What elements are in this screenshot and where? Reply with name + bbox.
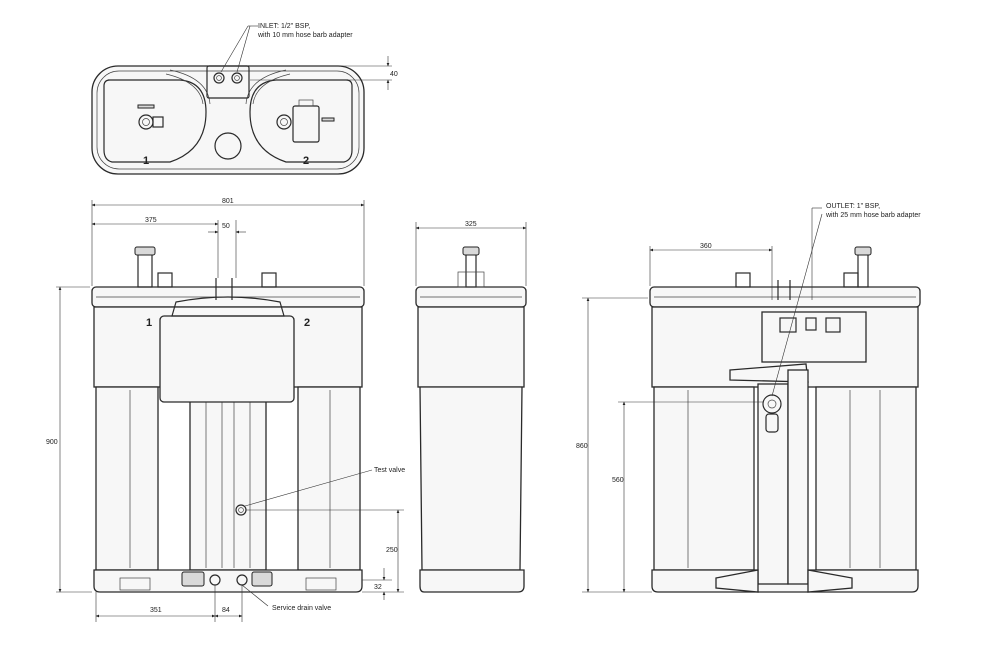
inlet-note-line2: with 10 mm hose barb adapter xyxy=(257,32,353,39)
dim-drain-spacing: 84 xyxy=(222,607,230,614)
inlet-note-line1: INLET: 1/2" BSP, xyxy=(258,23,310,30)
test-valve-label: Test valve xyxy=(374,467,405,474)
outlet-note-line2: with 25 mm hose barb adapter xyxy=(825,212,921,219)
dim-inlet-spacing: 50 xyxy=(222,223,230,230)
outlet-note-line1: OUTLET: 1" BSP, xyxy=(826,203,880,210)
rear-view: 360 OUTLET: 1" BSP, with 25 mm hose barb… xyxy=(576,203,921,593)
top-chamber-2-number: 2 xyxy=(303,155,309,167)
dim-outlet-height: 560 xyxy=(612,477,624,484)
dim-left-to-drain: 351 xyxy=(150,607,162,614)
front-chamber-2-number: 2 xyxy=(304,317,310,329)
top-view: 1 2 INLET: 1/2" BSP, with 10 mm hose bar… xyxy=(91,23,398,175)
side-view: 325 xyxy=(415,221,527,593)
top-chamber-1-number: 1 xyxy=(143,155,149,167)
dim-drain-height: 32 xyxy=(374,584,382,591)
dim-top-depth: 40 xyxy=(390,71,398,78)
dim-side-depth: 325 xyxy=(465,221,477,228)
front-view: 1 2 801 375 50 900 250 32 xyxy=(46,198,405,622)
dim-rear-height: 860 xyxy=(576,443,588,450)
dim-overall-width: 801 xyxy=(222,198,234,205)
service-drain-valve-label: Service drain valve xyxy=(272,605,331,612)
front-chamber-1-number: 1 xyxy=(146,317,152,329)
dim-left-to-inlet: 375 xyxy=(145,217,157,224)
dim-test-valve-height: 250 xyxy=(386,547,398,554)
dim-overall-height: 900 xyxy=(46,439,58,446)
dim-rear-to-outlet: 360 xyxy=(700,243,712,250)
